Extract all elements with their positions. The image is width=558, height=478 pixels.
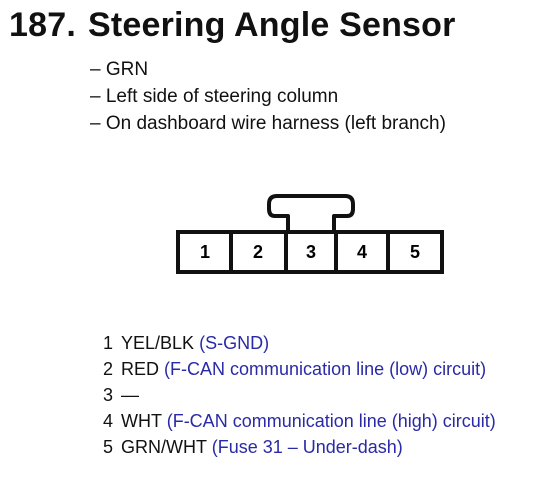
pin-wire-color: WHT <box>121 411 162 431</box>
connector-cell-2: 2 <box>253 242 263 262</box>
pin-description: (F-CAN communication line (high) circuit… <box>166 411 496 431</box>
pin-list: 1 YEL/BLK (S-GND) 2 RED (F-CAN communicati… <box>103 330 496 460</box>
pin-wire-color: GRN/WHT <box>121 437 207 457</box>
section-number: 187. <box>9 6 76 44</box>
pin-wire-color: — <box>121 385 140 405</box>
page-title: 187. Steering Angle Sensor <box>9 3 456 47</box>
connector-cell-4: 4 <box>357 242 367 262</box>
connector-lock-tab <box>267 194 355 232</box>
pin-row: 4 WHT (F-CAN communication line (high) ci… <box>103 408 496 434</box>
section-title: Steering Angle Sensor <box>87 6 456 44</box>
connector-body <box>176 230 444 274</box>
info-item-location: – Left side of steering column <box>90 86 339 107</box>
pin-row: 5 GRN/WHT (Fuse 31 – Under-dash) <box>103 434 496 460</box>
info-item-harness: – On dashboard wire harness (left branch… <box>90 113 446 134</box>
pin-description: (S-GND) <box>199 333 270 353</box>
pin-description: (F-CAN communication line (low) circuit) <box>164 359 487 379</box>
connector-diagram: 1 2 3 4 5 <box>176 194 444 274</box>
pin-number: 3 <box>103 385 114 405</box>
pin-number: 5 <box>103 437 114 457</box>
pin-wire-color: RED <box>121 359 160 379</box>
pin-number: 1 <box>103 333 114 353</box>
pin-row: 2 RED (F-CAN communication line (low) cir… <box>103 356 496 382</box>
pin-wire-color: YEL/BLK <box>121 333 195 353</box>
connector-cell-5: 5 <box>410 242 420 262</box>
pin-description: (Fuse 31 – Under-dash) <box>211 437 403 457</box>
connector-cell-3: 3 <box>306 242 316 262</box>
connector-info-list: – GRN – Left side of steering column – O… <box>90 56 446 137</box>
pin-number: 2 <box>103 359 114 379</box>
pin-row: 3— <box>103 382 496 408</box>
connector-cell-1: 1 <box>200 242 210 262</box>
pin-number: 4 <box>103 411 114 431</box>
pin-row: 1 YEL/BLK (S-GND) <box>103 330 496 356</box>
info-item-color: – GRN <box>90 59 149 80</box>
